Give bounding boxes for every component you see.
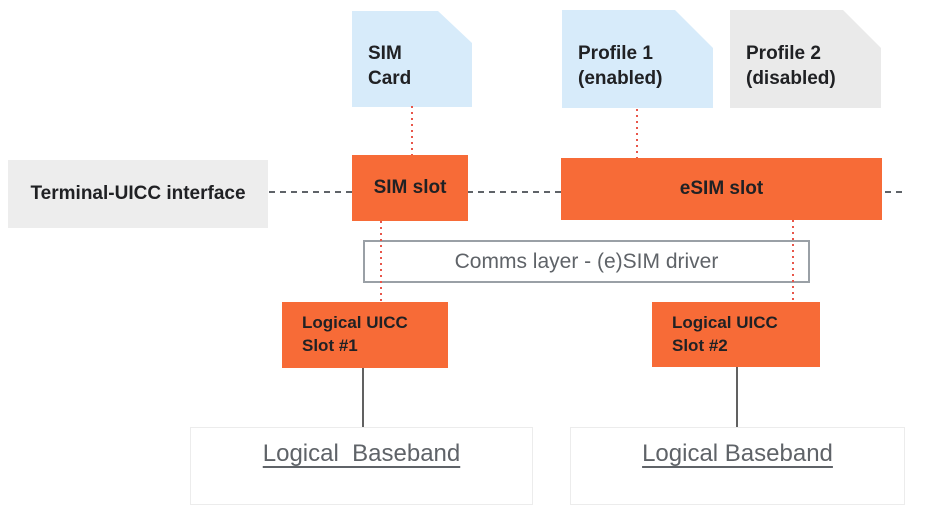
connector-esimslot-to-uicc2 bbox=[792, 220, 794, 302]
comms-layer-box: Comms layer - (e)SIM driver bbox=[363, 240, 810, 283]
profile2-label-line1: Profile 2 bbox=[746, 42, 821, 64]
connector-uicc2-to-baseband2 bbox=[736, 367, 738, 427]
sim-card-label-line1: SIM bbox=[368, 42, 402, 64]
terminal-uicc-interface-label: Terminal-UICC interface bbox=[30, 183, 246, 204]
esim-slot-label: eSIM slot bbox=[679, 178, 764, 199]
profile1-label-line1: Profile 1 bbox=[578, 42, 653, 64]
terminal-uicc-interface-box: Terminal-UICC interface bbox=[8, 160, 268, 228]
logical-baseband2-label: Logical Baseband bbox=[642, 440, 833, 467]
logical-uicc-slot2-line2: Slot #2 bbox=[672, 335, 728, 355]
profile2-disabled-node: Profile 2 (disabled) bbox=[730, 10, 881, 108]
logical-uicc-slot2-box: Logical UICC Slot #2 bbox=[652, 302, 820, 367]
sim-card-label-line2: Card bbox=[368, 68, 412, 89]
logical-baseband1-label: Logical Baseband bbox=[262, 440, 461, 467]
connector-uicc1-to-baseband1 bbox=[362, 368, 364, 427]
sim-card-node: SIM Card bbox=[352, 11, 472, 107]
logical-baseband2-box: Logical Baseband bbox=[570, 427, 905, 505]
profile1-label-line2: (enabled) bbox=[578, 68, 663, 89]
logical-uicc-slot2-line1: Logical UICC bbox=[672, 312, 778, 332]
comms-layer-label: Comms layer - (e)SIM driver bbox=[454, 249, 719, 273]
logical-baseband1-box: Logical Baseband bbox=[190, 427, 533, 505]
profile1-enabled-node: Profile 1 (enabled) bbox=[562, 10, 713, 108]
connector-simcard-to-simslot bbox=[411, 106, 413, 155]
logical-uicc-slot1-box: Logical UICC Slot #1 bbox=[282, 302, 448, 368]
connector-simslot-to-uicc1 bbox=[380, 221, 382, 302]
sim-slot-label: SIM slot bbox=[373, 177, 447, 198]
connector-profile1-to-esimslot bbox=[636, 109, 638, 158]
logical-uicc-slot1-label-wrap: Logical UICC Slot #1 bbox=[302, 312, 408, 358]
profile2-label-line2: (disabled) bbox=[746, 68, 836, 89]
esim-slot-box: eSIM slot bbox=[561, 158, 882, 220]
sim-slot-box: SIM slot bbox=[352, 155, 468, 221]
logical-uicc-slot1-line2: Slot #1 bbox=[302, 336, 358, 355]
logical-uicc-slot2-label-wrap: Logical UICC Slot #2 bbox=[672, 312, 778, 358]
logical-uicc-slot1-line1: Logical UICC bbox=[302, 313, 408, 333]
